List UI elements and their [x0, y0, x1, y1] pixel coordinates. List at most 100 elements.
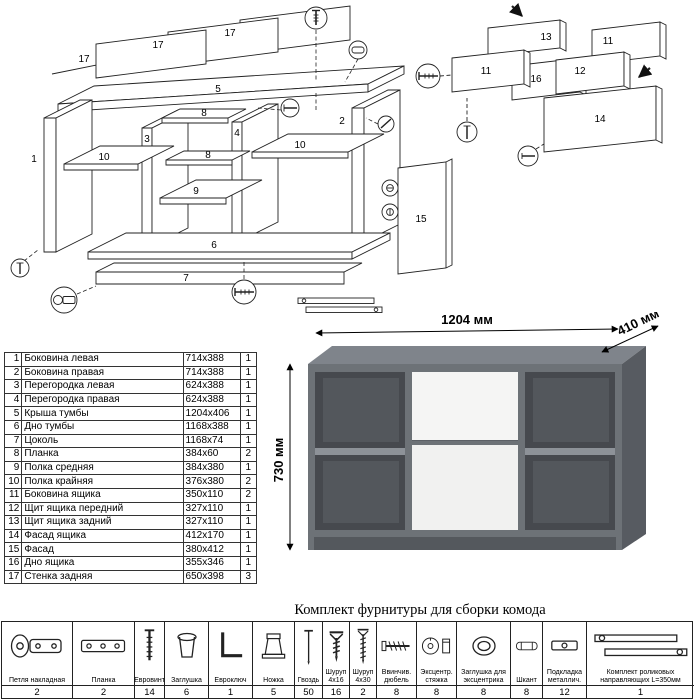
width-dimension-label: 1204 мм: [441, 312, 493, 327]
part-qty: 2: [239, 487, 258, 503]
hardware-item-qty: 14: [135, 685, 164, 698]
part-number-labels: 17 17 17 5 1 3 10 8 8 4 9 10 2 6 7 15 13…: [31, 28, 613, 284]
hardware-item-qty: 2: [73, 685, 134, 698]
hardware-item-qty: 1: [587, 685, 694, 698]
part-num: 4: [3, 392, 23, 408]
part-name: Крыша тумбы: [21, 406, 184, 421]
hardware-item-14: Подкладка металлич.12: [542, 622, 586, 698]
dresser-plinth: [314, 537, 616, 550]
hardware-item-name: Комплект роликовых направляющих L=350мм: [600, 669, 681, 684]
hardware-item-qty: 12: [543, 685, 586, 698]
hardware-item-qty: 8: [511, 685, 542, 698]
right-upper-back: [533, 378, 609, 442]
part-label: 10: [294, 140, 306, 151]
part-size: 1168x74: [182, 433, 241, 449]
part-label: 17: [152, 40, 164, 51]
part-label: 12: [574, 66, 586, 77]
exploded-assembly-diagram: 17 17 17 5 1 3 10 8 8 4 9 10 2 6 7 15 13…: [10, 2, 667, 314]
part-num: 12: [3, 501, 23, 517]
part-size: 624x388: [182, 379, 241, 394]
dresser-top-face: [308, 346, 646, 364]
part-qty: 1: [239, 515, 258, 530]
hardware-kit-title: Комплект фурнитуры для сборки комода: [294, 602, 546, 618]
part-label: 6: [211, 240, 217, 251]
dresser-3d-render: 1204 мм 410 мм 730 мм: [271, 312, 662, 551]
part-qty: 1: [239, 528, 258, 544]
part-label: 11: [481, 66, 492, 77]
part-name: Боковина левая: [21, 352, 184, 367]
part-qty: 1: [239, 352, 258, 367]
part-name: Перегородка правая: [21, 392, 184, 408]
part-qty: 1: [239, 460, 258, 476]
part-label: 9: [193, 186, 199, 197]
part-size: 650x398: [182, 569, 241, 585]
hardware-item-qty: 2: [2, 685, 72, 698]
hardware-item-name: Шуруп 4x16: [325, 669, 347, 684]
callout-dowel: [348, 40, 368, 60]
part-num: 13: [3, 515, 23, 530]
part-name: Полка средняя: [21, 460, 184, 476]
part-num: 10: [3, 474, 23, 489]
part-name: Фасад ящика: [21, 528, 184, 544]
part-label: 4: [234, 128, 240, 139]
hardware-item-qty: 50: [295, 685, 322, 698]
part-size: 350x110: [182, 487, 241, 503]
hardware-item-name: Евроключ: [214, 676, 247, 684]
part-size: 327x110: [182, 501, 241, 517]
hardware-item-qty: 5: [253, 685, 294, 698]
part-num: 2: [3, 365, 23, 381]
hexkey-icon: [209, 622, 252, 670]
leader-lines: [23, 30, 379, 295]
wood-dowel-icon: [511, 622, 542, 670]
part-label: 7: [183, 273, 189, 284]
part-name: Боковина правая: [21, 365, 184, 381]
part-qty: 2: [239, 474, 258, 489]
part-qty: 1: [239, 419, 258, 435]
hardware-item-name: Ввинчив. дюбель: [381, 669, 412, 684]
part-qty: 1: [239, 365, 258, 381]
part-name: Боковина ящика: [21, 487, 184, 503]
part-size: 384x60: [182, 447, 241, 462]
part-size: 1204x406: [182, 406, 241, 421]
part-label: 15: [415, 214, 427, 225]
hinge-icon: [2, 622, 72, 670]
part-qty: 1: [239, 392, 258, 408]
part-qty: 1: [239, 501, 258, 517]
hardware-item-name: Планка: [91, 676, 116, 684]
drawer-exploded: [415, 2, 667, 167]
door-front: [412, 445, 518, 530]
hardware-callouts: [10, 6, 399, 314]
part-qty: 2: [239, 447, 258, 462]
euroscrew-icon: [135, 622, 164, 670]
hardware-item-name: Подкладка металлич.: [546, 669, 583, 684]
hardware-item-name: Гвоздь: [297, 676, 320, 684]
cam-cap-icon: [457, 622, 510, 669]
part-name: Стенка задняя: [21, 569, 184, 585]
part-name: Дно ящика: [21, 555, 184, 571]
part-size: 714x388: [182, 352, 241, 367]
hardware-item-qty: 8: [377, 685, 416, 698]
part-label: 2: [339, 116, 345, 127]
plate-icon: [73, 622, 134, 670]
drawer-front: [412, 372, 518, 440]
depth-dimension-label: 410 мм: [615, 312, 662, 338]
part-label: 11: [603, 36, 614, 47]
part-size: 327x110: [182, 515, 241, 530]
part-label: 1: [31, 154, 37, 165]
part-num: 8: [3, 447, 23, 462]
